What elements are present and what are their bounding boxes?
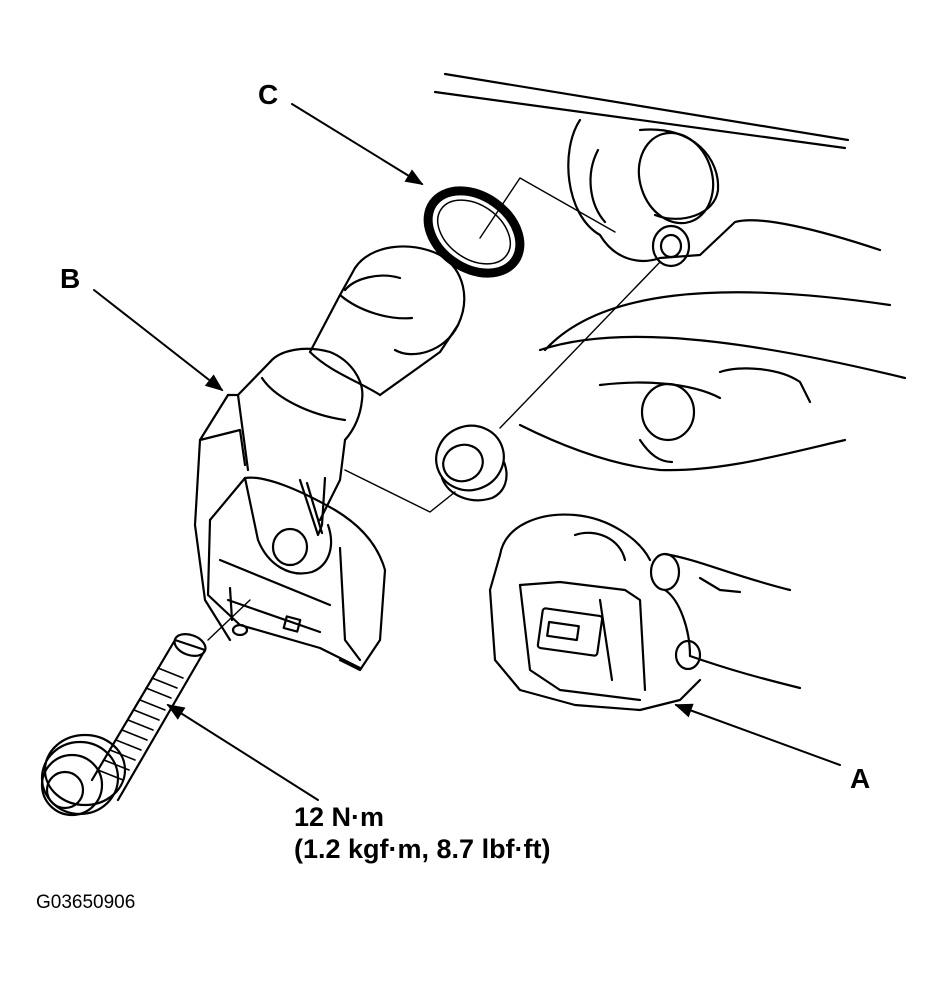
flange-bolt [40,633,207,817]
figure-code: G03650906 [36,892,135,913]
arrow-c [291,103,424,185]
arrow-torque [166,704,319,801]
electrical-connector [488,513,802,712]
alignment-lines [207,177,661,641]
label-b: B [60,263,80,294]
arrow-b [93,289,224,392]
o-ring [423,186,525,278]
callout-arrows [93,103,841,801]
label-c: C [258,79,278,110]
sensor-body [193,245,466,672]
torque-value: 12 N·m [294,802,384,832]
label-a: A [850,763,870,794]
arrow-a [674,703,841,766]
torque-conversion: (1.2 kgf·m, 8.7 lbf·ft) [294,834,551,864]
engine-housing [433,72,907,472]
washer [435,424,508,502]
